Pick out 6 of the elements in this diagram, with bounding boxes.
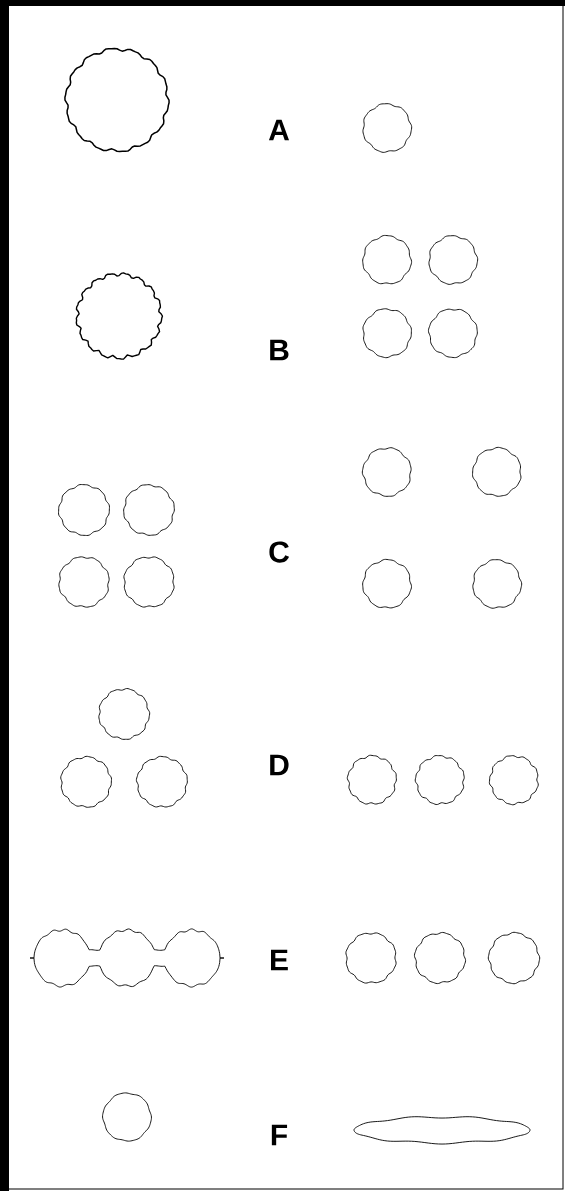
row-letter: B [270, 339, 289, 361]
row-letter: E [271, 949, 288, 971]
row-letter: C [269, 541, 289, 563]
row-letter: F [271, 1124, 288, 1146]
row-letter: A [268, 119, 290, 141]
row-letter: D [270, 754, 289, 776]
